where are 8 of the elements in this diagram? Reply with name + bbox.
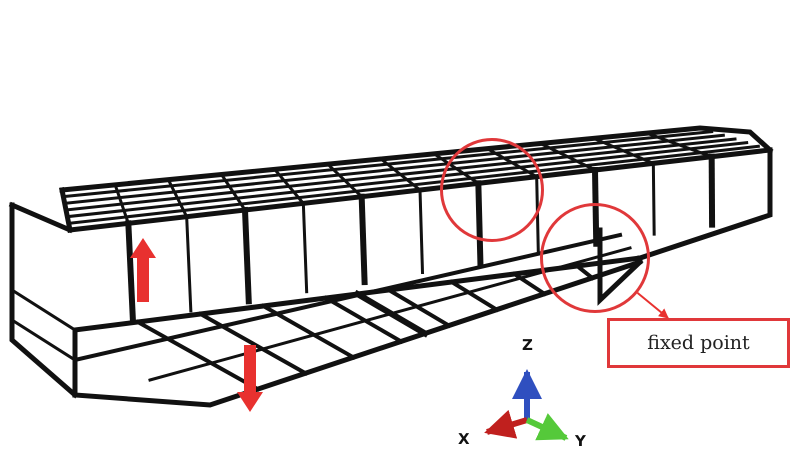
- axis-label: Y: [575, 432, 586, 450]
- axis-label: Z: [522, 336, 533, 354]
- callout-text: fixed point: [647, 332, 750, 354]
- highlight-circle: [540, 203, 650, 313]
- leader-line: [636, 292, 669, 319]
- callout-box: [607, 318, 790, 368]
- highlight-circle: [440, 138, 544, 242]
- axis-label: X: [458, 430, 470, 448]
